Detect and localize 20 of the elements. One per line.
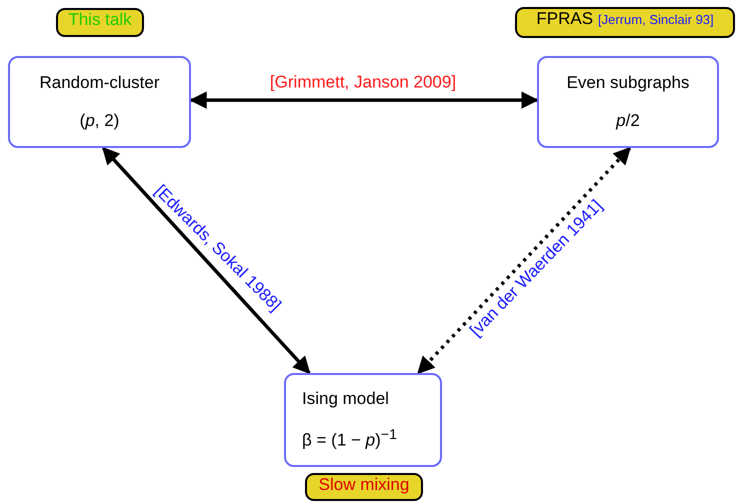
highlight-tag	[515, 7, 735, 38]
highlight-tag	[305, 473, 423, 501]
double-arrow	[102, 146, 311, 374]
citation: [Jerrum, Sinclair 93]	[598, 12, 714, 27]
highlight-tag	[56, 8, 144, 37]
tag-text: This talk	[68, 10, 132, 30]
model-box	[284, 373, 442, 467]
formula: (p, 2)	[80, 111, 120, 131]
model-name: Even subgraphs	[566, 73, 690, 93]
edge-label: [Grimmett, Janson 2009]	[270, 74, 456, 90]
model-box	[537, 56, 719, 148]
tag-text: FPRAS	[536, 9, 594, 29]
double-arrow	[189, 91, 539, 109]
double-arrow	[417, 146, 632, 374]
model-name: Random-cluster	[40, 73, 160, 93]
model-box	[8, 56, 191, 148]
model-name: Ising model	[302, 389, 389, 410]
formula: p/2	[616, 111, 640, 131]
tag-text: Slow mixing	[318, 475, 410, 495]
formula: β = (1 − p)$^{−1}$	[302, 427, 397, 451]
